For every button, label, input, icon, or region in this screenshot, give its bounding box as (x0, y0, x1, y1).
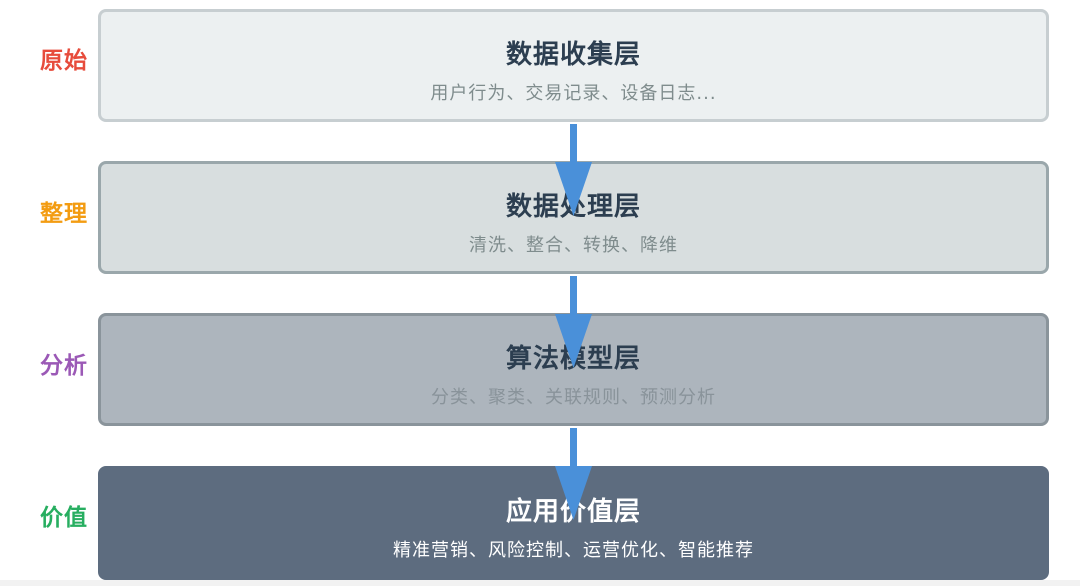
layer-description: 分类、聚类、关联规则、预测分析 (431, 387, 716, 408)
bottom-divider (0, 580, 1080, 586)
side-label-analyze: 分析 (40, 353, 88, 379)
layer-box-model: 算法模型层 分类、聚类、关联规则、预测分析 (98, 313, 1049, 426)
side-label-raw: 原始 (40, 48, 88, 74)
layer-title: 数据收集层 (505, 40, 641, 70)
layer-description: 精准营销、风险控制、运营优化、智能推荐 (393, 540, 754, 561)
layer-description: 用户行为、交易记录、设备日志... (430, 83, 717, 104)
layer-title: 数据处理层 (505, 192, 641, 222)
layer-description: 清洗、整合、转换、降维 (469, 235, 678, 256)
layer-title: 算法模型层 (505, 344, 641, 374)
side-label-value: 价值 (40, 505, 88, 531)
layer-title: 应用价值层 (505, 497, 641, 527)
side-label-organize: 整理 (40, 201, 88, 227)
layer-box-collection: 数据收集层 用户行为、交易记录、设备日志... (98, 9, 1049, 122)
layer-box-application: 应用价值层 精准营销、风险控制、运营优化、智能推荐 (98, 466, 1049, 580)
layer-box-processing: 数据处理层 清洗、整合、转换、降维 (98, 161, 1049, 274)
